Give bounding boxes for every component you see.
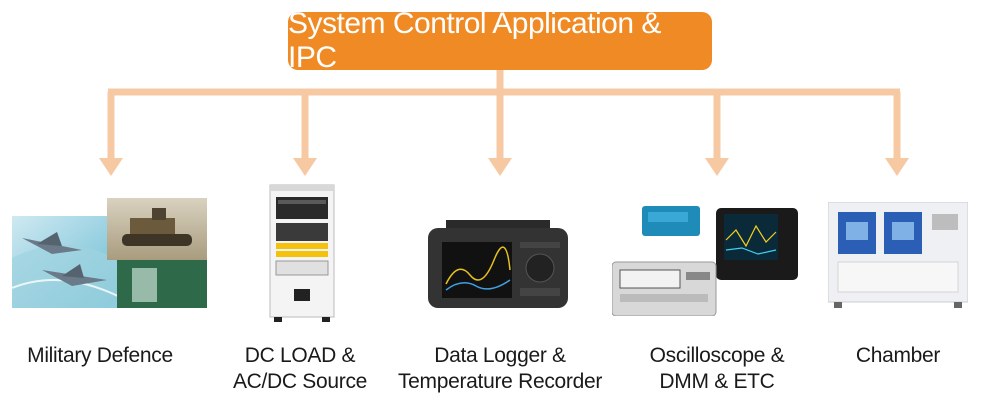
arrow-oscilloscope <box>705 92 729 176</box>
arrow-military <box>99 92 123 176</box>
node-label-line: AC/DC Source <box>232 370 368 393</box>
node-label-chamber: Chamber <box>788 343 1000 369</box>
title-text: System Control Application & IPC <box>288 7 661 74</box>
node-label-line: Temperature Recorder <box>397 370 603 393</box>
node-label-dcload: DC LOAD & AC/DC Source <box>190 343 410 395</box>
arrow-dcload <box>293 92 317 176</box>
power-rack-cabinet-image <box>269 184 335 322</box>
node-label-oscilloscope: Oscilloscope & DMM & ETC <box>607 343 827 395</box>
node-label-line: Oscilloscope & <box>649 344 785 367</box>
node-label-line: Military Defence <box>27 344 173 367</box>
oscilloscope-dmm-image <box>612 206 798 316</box>
arrow-datalogger <box>488 92 512 176</box>
environmental-chamber-image <box>828 202 968 308</box>
title-box: System Control Application & IPC <box>288 7 712 74</box>
node-label-datalogger: Data Logger & Temperature Recorder <box>390 343 610 395</box>
military-aircraft-tank-image <box>12 198 207 308</box>
node-label-military: Military Defence <box>0 343 210 369</box>
data-logger-device-image <box>428 220 568 308</box>
node-label-line: Data Logger & <box>434 344 566 367</box>
node-label-line: DMM & ETC <box>659 370 775 393</box>
arrow-chamber <box>885 92 909 176</box>
node-label-line: DC LOAD & <box>244 344 356 367</box>
node-label-line: Chamber <box>855 344 941 367</box>
